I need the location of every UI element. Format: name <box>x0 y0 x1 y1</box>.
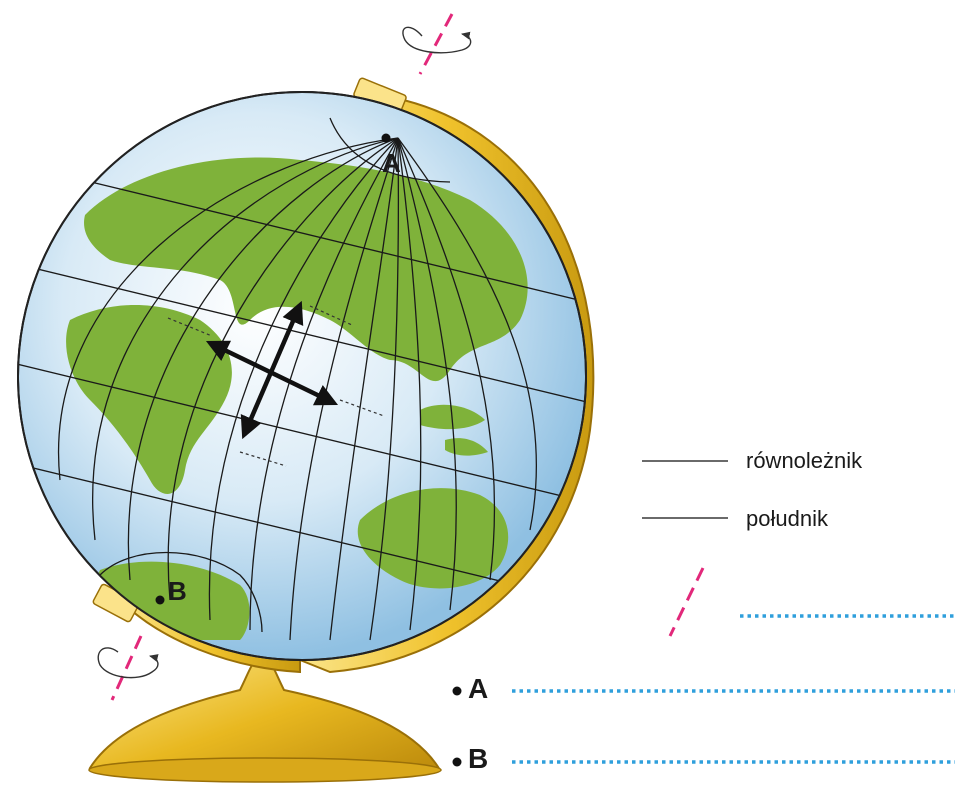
axis-legend-line <box>668 567 705 637</box>
legend: równoleżnik południk A B <box>452 448 955 774</box>
parallel-legend-label: równoleżnik <box>746 448 863 473</box>
point-b-marker: B <box>155 576 187 606</box>
point-a-marker: A <box>381 133 401 178</box>
globe-base <box>88 653 442 783</box>
point-a-bullet <box>452 686 462 696</box>
answer-a-label: A <box>468 673 488 704</box>
point-a-label: A <box>382 148 401 178</box>
rotation-arrow-icon <box>402 26 472 54</box>
guide-dotted-lines <box>167 305 385 467</box>
point-b-label: B <box>168 576 187 606</box>
meridian-legend-label: południk <box>746 506 829 531</box>
grid-lines <box>18 117 586 641</box>
answer-b-label: B <box>468 743 488 774</box>
point-b-bullet <box>452 757 462 767</box>
rotation-arrow-icon <box>97 647 159 679</box>
axis-bottom <box>97 635 159 701</box>
globe-sphere <box>17 91 587 661</box>
axis-top <box>402 13 472 75</box>
direction-arrows-icon <box>205 300 339 440</box>
